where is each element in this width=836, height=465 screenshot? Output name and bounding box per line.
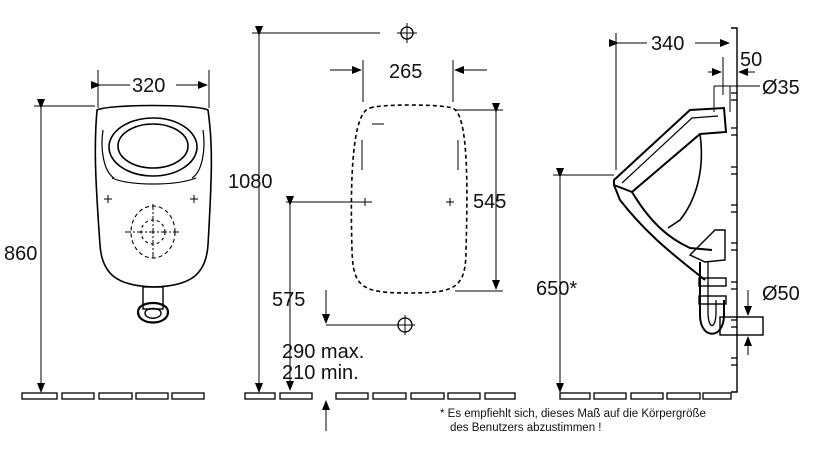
footnote-line-2: des Benutzers abzustimmen ! xyxy=(450,422,602,434)
lower-height-label: 575 xyxy=(272,289,305,311)
front-height-label: 860 xyxy=(4,243,37,265)
total-height-label: 1080 xyxy=(228,171,273,193)
installation-view xyxy=(252,23,503,431)
front-width-label: 320 xyxy=(132,75,165,97)
side-view xyxy=(553,27,764,393)
dimension-labels: 320 860 1080 265 545 575 290 max. 210 mi… xyxy=(4,33,800,434)
side-depth-label: 340 xyxy=(651,33,684,55)
wall-offset-label: 50 xyxy=(740,49,762,71)
front-view xyxy=(34,70,213,393)
inlet-diameter-label: Ø35 xyxy=(762,77,800,99)
floor-range-min-label: 210 min. xyxy=(282,362,359,384)
hole-spacing-label: 265 xyxy=(389,61,422,83)
floor-range-max-label: 290 max. xyxy=(282,341,364,363)
footnote-line-1: * Es empfiehlt sich, dieses Maß auf die … xyxy=(440,408,706,420)
rim-height-label: 650* xyxy=(536,278,577,300)
floor-tiles xyxy=(21,392,732,400)
outlet-diameter-label: Ø50 xyxy=(762,283,800,305)
hole-height-label: 545 xyxy=(473,191,506,213)
